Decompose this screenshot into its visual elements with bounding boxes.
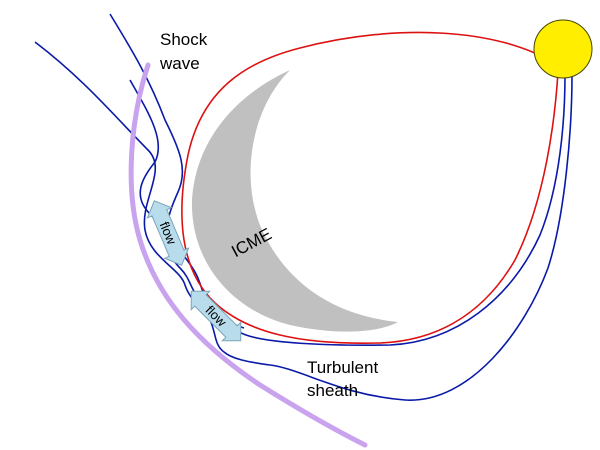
double-headed-arrow-icon [190,290,242,342]
sun-icon [533,19,593,79]
flow-arrow-upper: flow [146,200,190,266]
turbulent-sheath-label-line2: sheath [307,381,358,400]
shock-wave [128,62,368,448]
shock-wave-label-line1: Shock [160,30,208,49]
double-headed-arrow-icon [146,200,190,266]
icme-crescent [191,70,398,332]
field-lines [34,13,573,401]
field-line-outer [34,41,573,401]
turbulent-sheath-label-line1: Turbulent [307,358,378,377]
shock-wave-label-line2: wave [159,54,200,73]
